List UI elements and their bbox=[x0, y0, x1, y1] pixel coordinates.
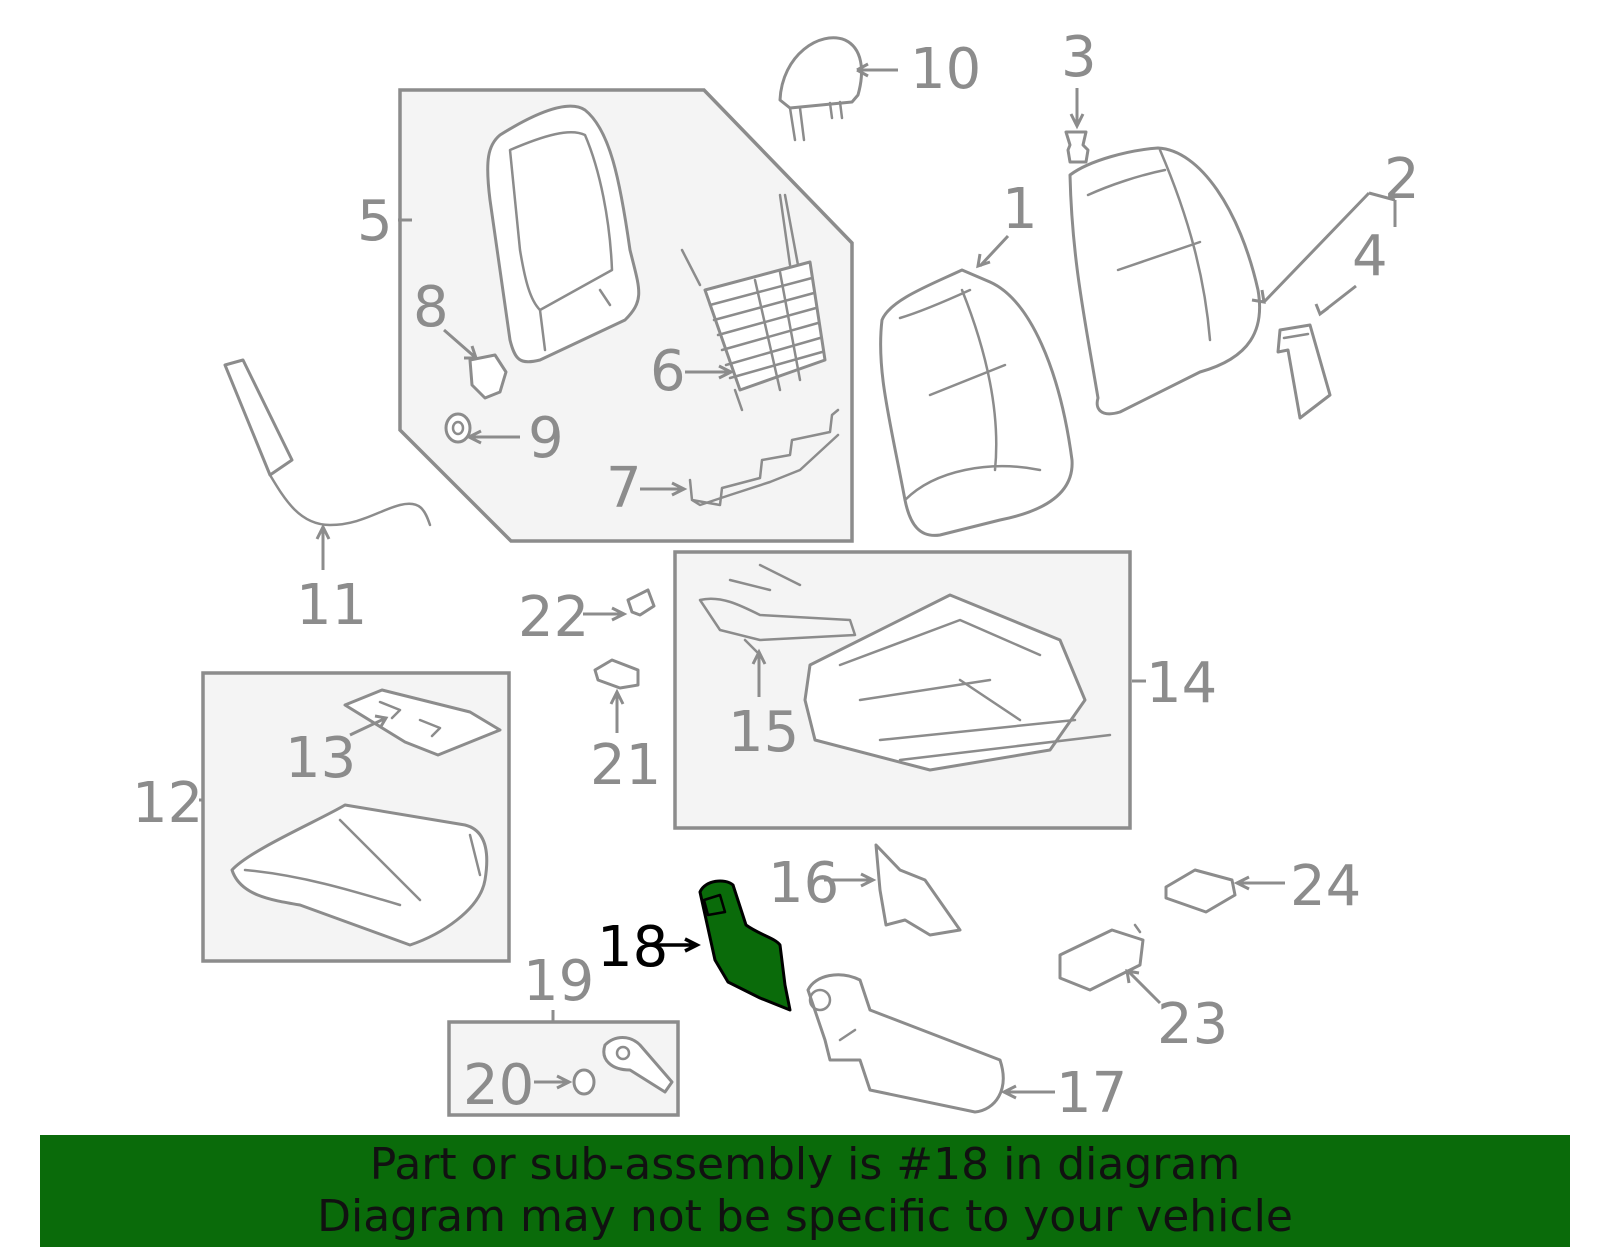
clip-part-22[interactable] bbox=[626, 588, 656, 617]
callout-9[interactable]: 9 bbox=[528, 406, 564, 471]
callout-3[interactable]: 3 bbox=[1061, 25, 1097, 90]
seat-back-cover-part-2[interactable] bbox=[1068, 146, 1262, 416]
callout-17[interactable]: 17 bbox=[1056, 1061, 1127, 1126]
module-part-24[interactable] bbox=[1164, 868, 1237, 914]
callout-8[interactable]: 8 bbox=[413, 275, 449, 340]
leader-lines bbox=[199, 62, 1397, 1100]
info-banner: Part or sub-assembly is #18 in diagram D… bbox=[40, 1135, 1570, 1247]
callout-22[interactable]: 22 bbox=[518, 585, 589, 650]
handle-part-19[interactable] bbox=[602, 1036, 674, 1094]
callout-18[interactable]: 18 bbox=[597, 915, 668, 980]
control-unit-part-23[interactable] bbox=[1058, 923, 1145, 992]
callout-19[interactable]: 19 bbox=[523, 949, 594, 1014]
seat-back-frame-part-5[interactable] bbox=[486, 104, 641, 364]
side-cover-part-17[interactable] bbox=[806, 973, 1005, 1114]
callout-11[interactable]: 11 bbox=[296, 573, 367, 638]
bracket-part-16[interactable] bbox=[874, 843, 962, 937]
sensor-pad-part-13[interactable] bbox=[343, 688, 502, 757]
seat-back-cover-part-1[interactable] bbox=[879, 268, 1074, 537]
banner-line-2: Diagram may not be specific to your vehi… bbox=[317, 1191, 1293, 1242]
callout-2[interactable]: 2 bbox=[1384, 147, 1420, 212]
clip-part-21[interactable] bbox=[593, 658, 640, 690]
callout-1[interactable]: 1 bbox=[1002, 177, 1038, 242]
cushion-cover-part-12[interactable] bbox=[230, 803, 489, 947]
lever-part-8[interactable] bbox=[468, 353, 508, 400]
callout-6[interactable]: 6 bbox=[650, 339, 686, 404]
lumbar-support-part-6[interactable] bbox=[680, 193, 827, 412]
callout-15[interactable]: 15 bbox=[728, 700, 799, 765]
headrest-part-10[interactable] bbox=[778, 36, 864, 142]
callout-16[interactable]: 16 bbox=[768, 851, 839, 916]
bracket-part-4[interactable] bbox=[1276, 323, 1332, 420]
callout-23[interactable]: 23 bbox=[1157, 992, 1228, 1057]
wire-part-7[interactable] bbox=[688, 408, 840, 507]
callout-7[interactable]: 7 bbox=[606, 456, 642, 521]
rail-part-15[interactable] bbox=[698, 563, 857, 657]
seat-frame-part-14[interactable] bbox=[803, 593, 1112, 772]
callout-21[interactable]: 21 bbox=[590, 733, 661, 798]
banner-line-1: Part or sub-assembly is #18 in diagram bbox=[369, 1139, 1241, 1190]
callout-13[interactable]: 13 bbox=[285, 726, 356, 791]
highlighted-part-18[interactable] bbox=[698, 879, 792, 1012]
knob-part-20[interactable] bbox=[572, 1068, 596, 1096]
airbag-harness-part-11[interactable] bbox=[223, 358, 432, 527]
callout-20[interactable]: 20 bbox=[463, 1053, 534, 1118]
callout-12[interactable]: 12 bbox=[132, 771, 203, 836]
callout-14[interactable]: 14 bbox=[1146, 651, 1217, 716]
callout-24[interactable]: 24 bbox=[1290, 854, 1361, 919]
callout-4[interactable]: 4 bbox=[1352, 224, 1388, 289]
clip-part-3[interactable] bbox=[1064, 130, 1090, 164]
ring-part-9[interactable] bbox=[444, 412, 472, 444]
callout-labels: 1 2 3 4 5 6 7 8 9 10 11 12 13 14 15 16 1… bbox=[132, 25, 1420, 1126]
callout-5[interactable]: 5 bbox=[357, 189, 393, 254]
callout-10[interactable]: 10 bbox=[910, 37, 981, 102]
